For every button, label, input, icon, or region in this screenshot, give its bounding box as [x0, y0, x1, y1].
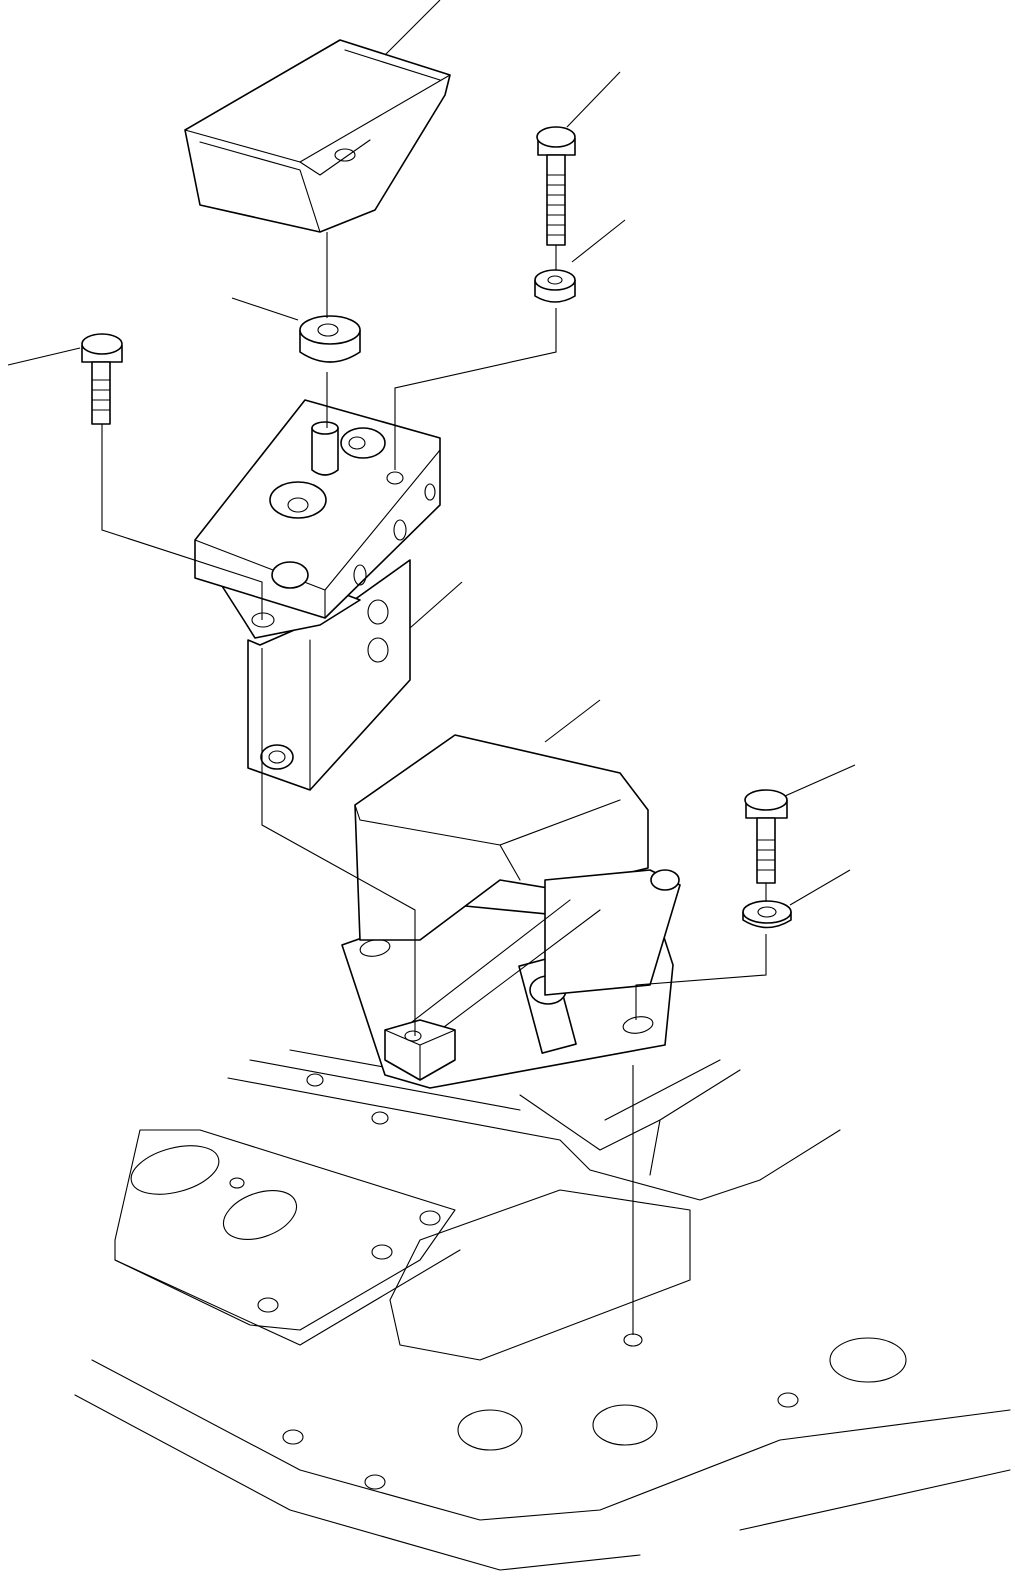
lock-plate: [341, 734, 681, 1089]
mounting-frame: [74, 1049, 1011, 1571]
spacer: [299, 315, 361, 363]
latch-bracket: [194, 399, 441, 791]
upper-nut: [534, 269, 576, 303]
upper-bolt: [536, 126, 576, 246]
left-bolt: [81, 333, 123, 425]
lower-bolt: [744, 789, 788, 884]
lower-washer: [742, 900, 792, 929]
grab-handle: [184, 39, 451, 233]
assembly-lines: [101, 232, 767, 1335]
callout-leaders: [7, 0, 856, 906]
